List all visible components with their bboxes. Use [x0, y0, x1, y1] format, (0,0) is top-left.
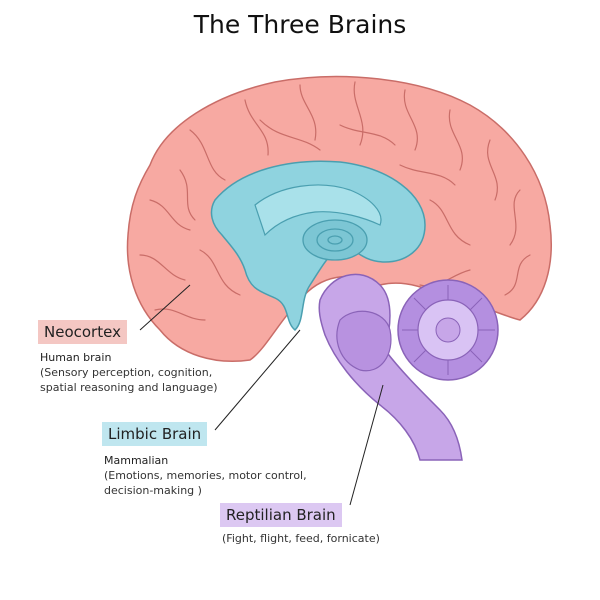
limbic-inner: [254, 184, 382, 237]
neocortex-gyri: [139, 81, 531, 321]
limbic-detail-1: (Emotions, memories, motor control,: [104, 469, 307, 482]
limbic-leader-line: [214, 329, 301, 431]
neocortex-leader-line: [139, 284, 191, 331]
limbic-detail-2: decision-making ): [104, 484, 202, 497]
reptilian-leader-line: [349, 384, 384, 506]
limbic-description: Mammalian (Emotions, memories, motor con…: [104, 453, 307, 498]
neocortex-description: Human brain (Sensory perception, cogniti…: [40, 350, 218, 395]
neocortex-detail-2: spatial reasoning and language): [40, 381, 218, 394]
neocortex-label: Neocortex: [38, 320, 127, 344]
page-title: The Three Brains: [193, 10, 407, 39]
reptilian-detail-1: (Fight, flight, feed, fornicate): [222, 532, 380, 545]
cerebellum: [397, 279, 499, 381]
neocortex-detail-1: (Sensory perception, cognition,: [40, 366, 213, 379]
reptilian-pons: [336, 310, 392, 372]
limbic-swirl: [302, 219, 368, 261]
limbic-subtitle: Mammalian: [104, 454, 169, 467]
reptilian-description: (Fight, flight, feed, fornicate): [222, 531, 380, 546]
limbic-label: Limbic Brain: [102, 422, 208, 446]
reptilian-label: Reptilian Brain: [220, 503, 342, 527]
neocortex-subtitle: Human brain: [40, 351, 112, 364]
